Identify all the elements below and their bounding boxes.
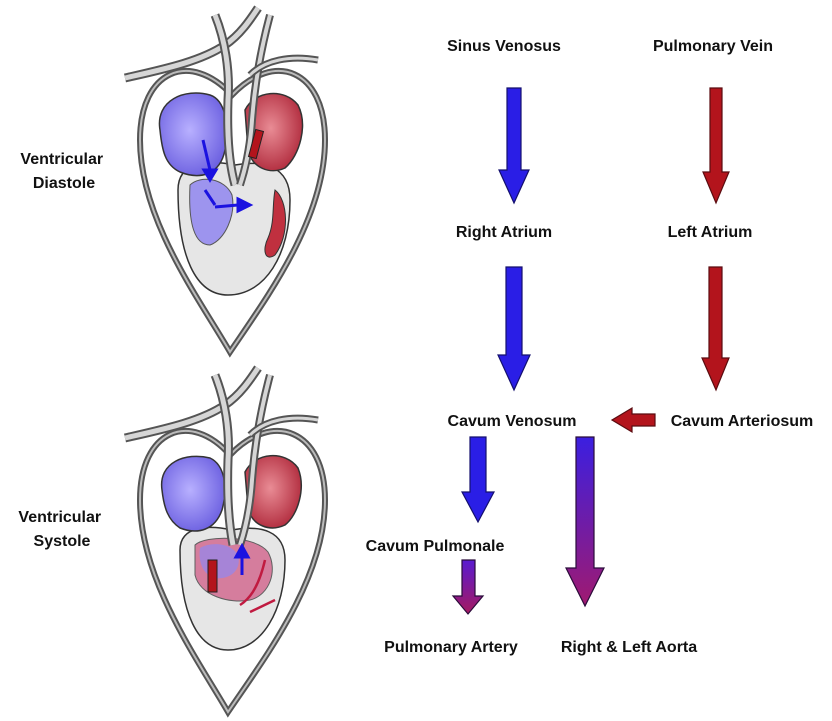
node-left-atrium: Left Atrium <box>668 224 753 241</box>
node-right-left-aorta: Right & Left Aorta <box>561 639 697 656</box>
arrow-left-atrium-to-cavum-venosum <box>702 267 729 390</box>
arrow-cavum-venosum-to-aorta <box>566 437 604 606</box>
arrow-pulmonary-vein-to-left-atrium <box>703 88 729 203</box>
arrow-cavum-pulmonale-to-pulmonary-artery <box>453 560 483 614</box>
node-cavum-arteriosum: Cavum Arteriosum <box>671 413 814 430</box>
node-sinus-venosus: Sinus Venosus <box>447 38 561 55</box>
arrow-cavum-venosum-to-cavum-pulmonale <box>462 437 494 522</box>
arrow-sinus-to-right-atrium <box>499 88 529 203</box>
diastole-label: Ventricular Diastole <box>20 151 107 192</box>
right-atrium-chamber <box>159 93 226 175</box>
arrow-right-atrium-to-cavum-venosum <box>498 267 530 390</box>
node-pulmonary-vein: Pulmonary Vein <box>653 38 773 55</box>
right-atrium-chamber <box>162 456 225 531</box>
heart-illustration-systole <box>125 368 325 712</box>
node-pulmonary-artery: Pulmonary Artery <box>384 639 518 656</box>
heart-illustration-diastole <box>125 8 325 352</box>
systole-label: Ventricular Systole <box>18 509 105 550</box>
node-cavum-pulmonale: Cavum Pulmonale <box>366 538 505 555</box>
node-cavum-venosum: Cavum Venosum <box>448 413 577 430</box>
arrow-cavum-arteriosum-to-cavum-venosum <box>612 408 655 432</box>
node-right-atrium: Right Atrium <box>456 224 552 241</box>
